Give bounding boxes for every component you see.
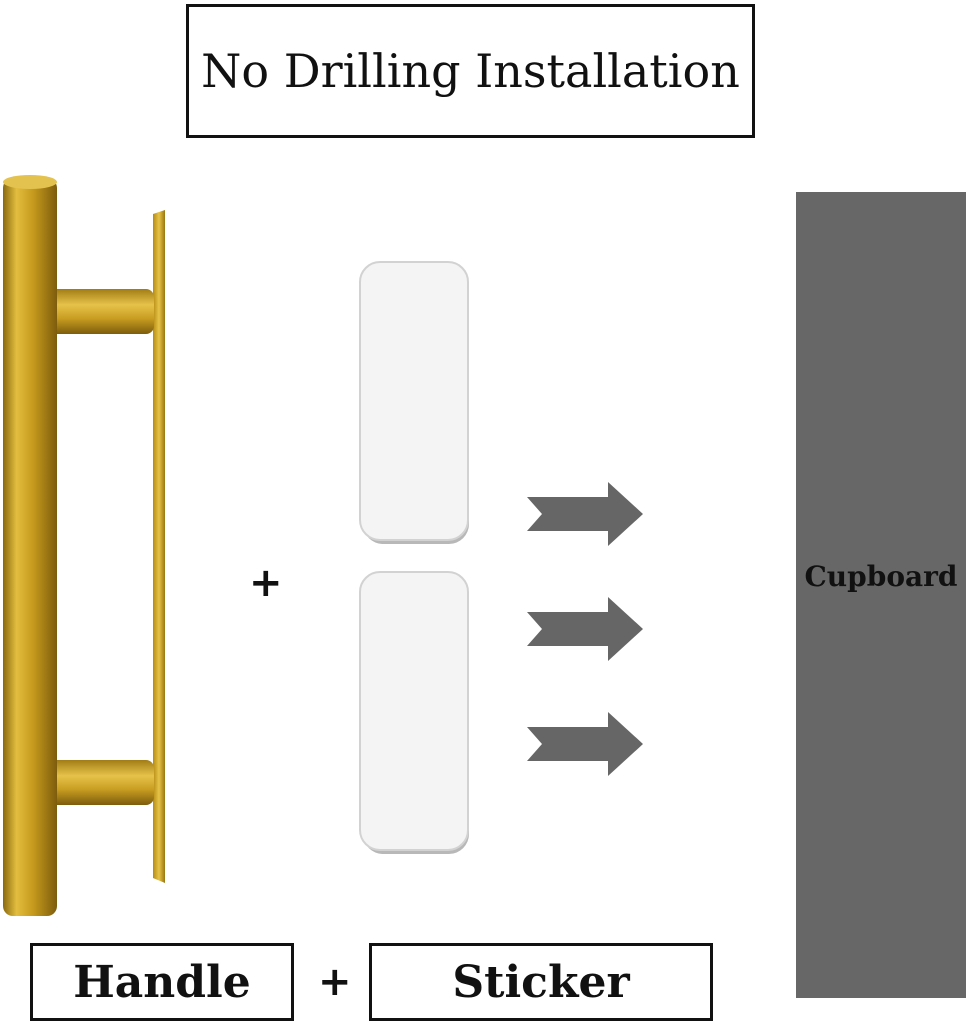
right-arrow-icon-1 bbox=[527, 482, 643, 546]
title-box: No Drilling Installation bbox=[186, 4, 755, 138]
handle-standoff-bottom bbox=[46, 760, 154, 805]
plus-sign-middle: + bbox=[249, 560, 283, 606]
handle-bar-top-cap bbox=[3, 175, 57, 189]
sticker-label-box: Sticker bbox=[369, 943, 713, 1021]
gold-bar-handle-icon bbox=[3, 175, 165, 916]
handle-back-plate bbox=[153, 210, 165, 883]
handle-standoff-top bbox=[46, 289, 154, 334]
cupboard-label: Cupboard bbox=[804, 559, 958, 593]
sticker-pad-icon-top bbox=[359, 261, 469, 544]
handle-label-box: Handle bbox=[30, 943, 294, 1021]
handle-label: Handle bbox=[73, 956, 251, 1008]
page-title: No Drilling Installation bbox=[201, 44, 740, 98]
plus-sign-bottom: + bbox=[318, 959, 352, 1005]
right-arrow-icon-3 bbox=[527, 712, 643, 776]
sticker-pad-icon-bottom bbox=[359, 571, 469, 854]
right-arrow-icon-2 bbox=[527, 597, 643, 661]
cupboard-panel: Cupboard bbox=[796, 192, 966, 998]
handle-bar bbox=[3, 178, 57, 916]
sticker-label: Sticker bbox=[452, 956, 630, 1008]
